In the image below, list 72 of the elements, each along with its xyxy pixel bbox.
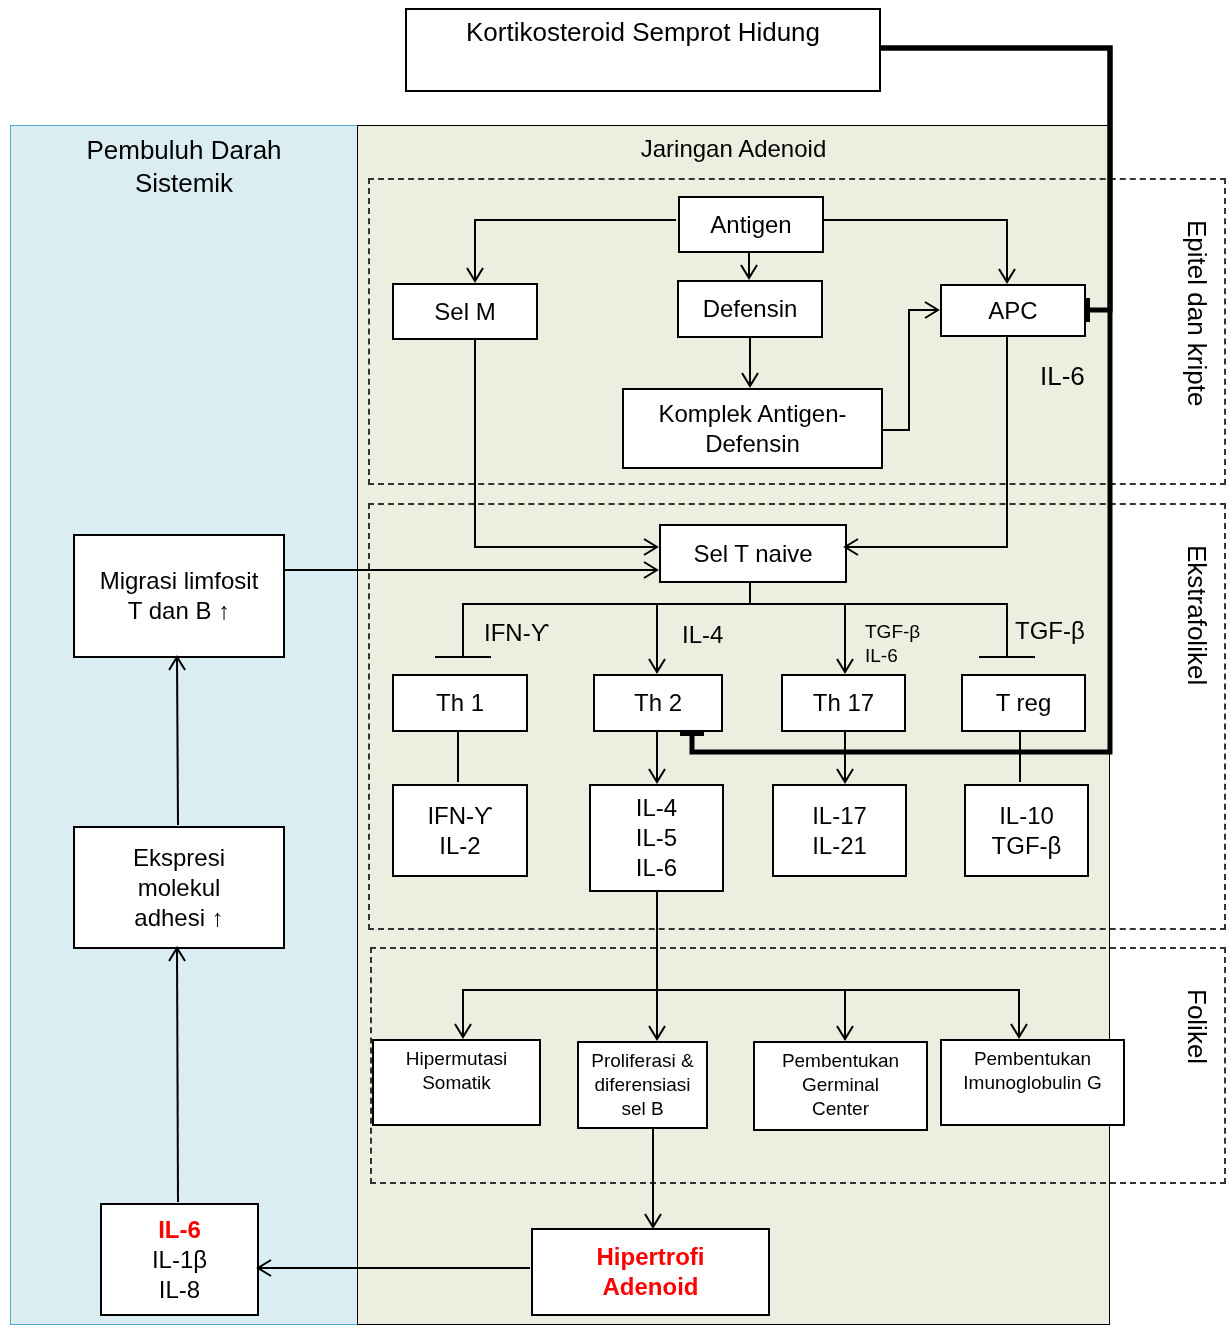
box-label: IL-6 IL-1β IL-8	[150, 1214, 209, 1305]
dashed-region	[368, 178, 1226, 485]
box-label: Hipermutasi Somatik	[404, 1047, 509, 1095]
connector-line	[1019, 729, 1021, 783]
connector-line	[457, 729, 459, 783]
process-box	[73, 534, 285, 658]
process-box	[781, 674, 906, 732]
process-box	[589, 784, 724, 892]
process-box	[753, 1041, 928, 1131]
arrow	[466, 219, 677, 282]
box-label: Sel M	[434, 296, 496, 327]
box-label: Proliferasi & diferensiasi sel B	[590, 1049, 695, 1121]
process-box	[659, 524, 847, 583]
arrow	[283, 561, 658, 579]
panel-title: Jaringan Adenoid	[639, 134, 828, 164]
box-label: Ekspresi molekul adhesi ↑	[132, 842, 226, 933]
box-label: Pembentukan Germinal Center	[780, 1049, 901, 1121]
process-box	[622, 388, 883, 469]
box-label: Defensin	[702, 294, 798, 324]
box-label: Th 2	[634, 688, 682, 718]
box-label: Hipertrofi Adenoid	[595, 1242, 706, 1302]
arrow	[880, 301, 939, 431]
box-label: Pembentukan Imunoglobulin G	[962, 1047, 1103, 1095]
process-box	[772, 784, 907, 877]
box-label: Antigen	[710, 209, 792, 240]
box-label: Th 1	[436, 688, 484, 718]
process-box	[372, 1039, 541, 1126]
arrow	[644, 1126, 662, 1228]
region-label: Epitel dan kripte	[1181, 220, 1213, 407]
process-box	[405, 8, 881, 92]
process-box	[392, 784, 528, 877]
arrow	[740, 250, 758, 279]
arrow	[836, 729, 854, 783]
box-label: Th 17	[812, 688, 875, 718]
process-box	[73, 826, 285, 949]
arrow	[844, 334, 1008, 556]
process-box	[392, 674, 528, 732]
process-box	[531, 1228, 770, 1316]
box-label: IFN-ϒ IL-2	[426, 800, 494, 861]
process-box	[577, 1041, 708, 1129]
box-label: Sel T naive	[693, 538, 813, 569]
process-box	[940, 1039, 1125, 1126]
process-box	[964, 784, 1089, 877]
process-box	[961, 674, 1086, 732]
process-box	[392, 283, 538, 340]
process-box	[940, 284, 1086, 337]
process-box	[678, 196, 824, 253]
box-label: IL-4 IL-5 IL-6	[634, 793, 679, 883]
region-label: Folikel	[1181, 989, 1213, 1065]
box-label: IL-17 IL-21	[811, 800, 868, 861]
box-label: Kortikosteroid Semprot Hidung	[465, 16, 821, 49]
panel-title: Pembuluh Darah Sistemik	[85, 134, 283, 199]
box-label: APC	[988, 295, 1038, 326]
arrow	[168, 656, 187, 826]
dashed-region	[370, 947, 1226, 1184]
box-label: Migrasi limfosit T dan B ↑	[99, 566, 259, 626]
arrow	[741, 335, 759, 387]
arrow	[168, 947, 187, 1203]
box-label: IL-10 TGF-β	[990, 800, 1063, 861]
dashed-region	[368, 503, 1226, 930]
arrow	[648, 729, 666, 783]
process-box	[593, 674, 723, 732]
box-label: T reg	[995, 688, 1052, 718]
compartment-panel	[10, 125, 358, 1325]
process-box	[677, 280, 823, 338]
region-label: Ekstrafolikel	[1181, 545, 1213, 686]
box-label: Komplek Antigen-Defensin	[657, 398, 848, 459]
inhibition-line	[677, 45, 1113, 755]
arrow	[474, 337, 658, 556]
arrow	[821, 219, 1016, 283]
arrow	[257, 1259, 531, 1277]
process-box	[100, 1203, 259, 1316]
